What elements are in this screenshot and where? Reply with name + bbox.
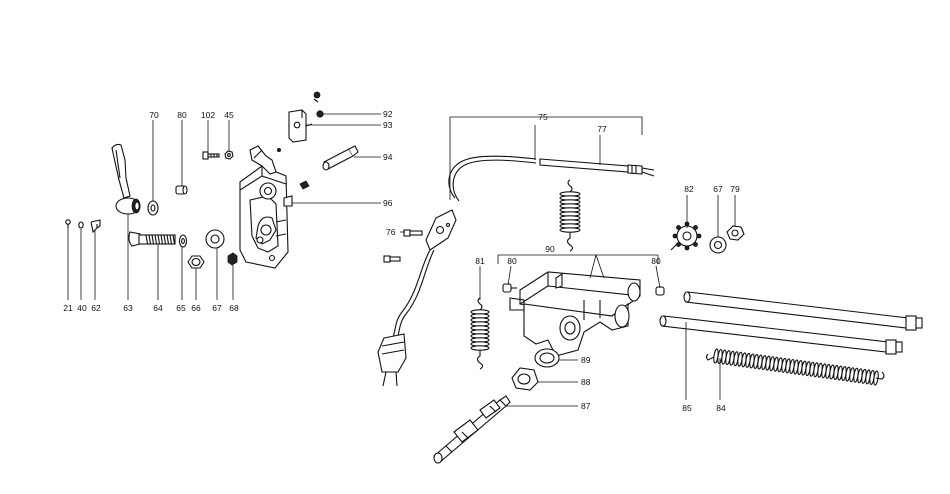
label-63: 63 <box>123 303 133 313</box>
label-80-center: 80 <box>507 256 517 266</box>
screw-76 <box>403 229 423 237</box>
label-96: 96 <box>383 198 393 208</box>
label-88: 88 <box>581 377 591 387</box>
label-81: 81 <box>475 256 485 266</box>
washer-67-right <box>709 236 727 254</box>
label-85: 85 <box>682 403 692 413</box>
gear-82 <box>670 221 702 251</box>
label-89: 89 <box>581 355 591 365</box>
bolt-64 <box>128 231 176 247</box>
label-64: 64 <box>153 303 163 313</box>
label-80-left: 80 <box>177 110 187 120</box>
label-77: 77 <box>597 124 607 134</box>
label-90: 90 <box>545 244 555 254</box>
label-67-left: 67 <box>212 303 222 313</box>
label-94: 94 <box>383 152 393 162</box>
part-number-labels: 21 40 62 63 64 65 66 67 68 70 80 102 45 … <box>63 109 740 413</box>
spring-81 <box>470 297 490 370</box>
nut-79 <box>726 225 745 241</box>
rod-upper <box>683 291 923 331</box>
label-84: 84 <box>716 403 726 413</box>
label-82: 82 <box>684 184 694 194</box>
label-62: 62 <box>91 303 101 313</box>
screw-76b <box>383 255 401 263</box>
label-92: 92 <box>383 109 393 119</box>
washer-40 <box>78 221 84 229</box>
stud-80-right <box>655 286 665 296</box>
label-102: 102 <box>201 110 215 120</box>
label-76: 76 <box>386 227 396 237</box>
label-68: 68 <box>229 303 239 313</box>
washer-65 <box>178 234 188 248</box>
label-21: 21 <box>63 303 73 313</box>
cable-77 <box>539 158 655 177</box>
washer-70 <box>147 200 159 216</box>
nut-68 <box>227 252 238 266</box>
spring-upper <box>559 179 581 252</box>
label-93: 93 <box>383 120 393 130</box>
rod-85 <box>659 315 903 355</box>
label-87: 87 <box>581 401 591 411</box>
stud-80-left <box>175 185 188 195</box>
label-79: 79 <box>730 184 740 194</box>
washer-67-left <box>205 229 225 249</box>
label-45: 45 <box>224 110 234 120</box>
switch-housing-96 <box>239 145 293 269</box>
screw-92 <box>313 91 324 118</box>
label-65: 65 <box>176 303 186 313</box>
screw-102 <box>202 151 220 160</box>
label-75: 75 <box>538 112 548 122</box>
leader-lines <box>67 113 736 407</box>
lever-handle-63 <box>111 143 141 215</box>
nut-45 <box>224 150 234 160</box>
label-70: 70 <box>149 110 159 120</box>
shaft-87 <box>433 395 511 464</box>
spring-84 <box>705 348 885 386</box>
label-66: 66 <box>191 303 201 313</box>
label-40: 40 <box>77 303 87 313</box>
stud-80-center <box>502 283 517 293</box>
label-67-right: 67 <box>713 184 723 194</box>
clip-62 <box>90 219 101 234</box>
hex-nut-66 <box>187 255 205 269</box>
power-cord-75 <box>377 155 537 387</box>
carriage-bracket-90 <box>509 271 641 357</box>
screw-21 <box>65 219 71 228</box>
pin-94 <box>299 145 359 190</box>
ring-89 <box>534 348 560 368</box>
nut-88 <box>511 367 539 391</box>
bracket-93 <box>288 109 313 143</box>
label-80-right: 80 <box>651 256 661 266</box>
